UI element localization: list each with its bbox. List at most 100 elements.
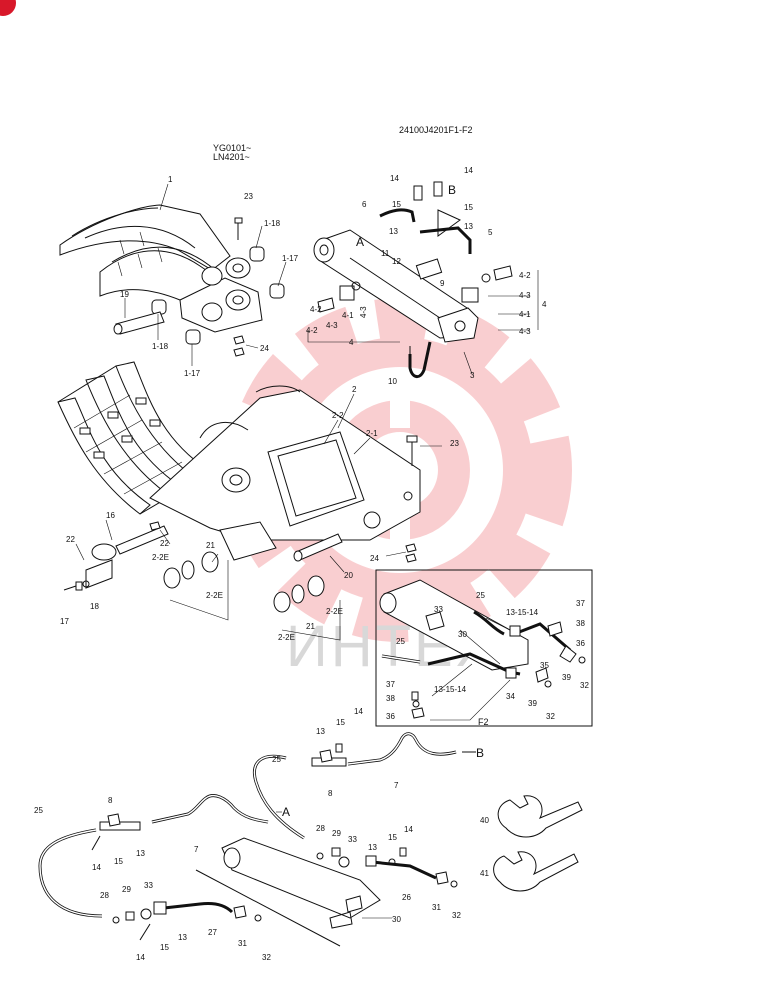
callout-label: 19 [120,290,129,299]
callout-label: 30 [392,915,401,924]
callout-label: 41 [480,869,489,878]
callout-label: 18 [90,602,99,611]
callout-label: 28 [316,824,325,833]
callouts-lower: 13 15 14 25 8 7 B A 8 15 13 25 7 14 28 2… [34,707,489,962]
callout-label: 25 [396,637,405,646]
corner-badge [0,0,16,16]
drawing-code: 24100J4201F1-F2 [399,125,473,135]
callout-label: 13 [389,227,398,236]
callouts-cylinder: 14 14 B 15 15 6 13 13 5 A 11 12 9 4-2 4-… [306,166,547,386]
callout-label: 20 [344,571,353,580]
callout-label: 33 [144,881,153,890]
callout-label: 16 [106,511,115,520]
callout-label: 25 [476,591,485,600]
callout-label: 1-17 [184,369,201,378]
callout-label: 13 [464,222,473,231]
callout-label: 14 [354,707,363,716]
callout-label: 32 [546,712,555,721]
callout-label: 4-2 [310,305,322,314]
callout-label: 4-3 [519,291,531,300]
callout-label: 12 [392,257,401,266]
callout-label: 1-17 [282,254,299,263]
callout-label: 4-3 [519,327,531,336]
lower-hose-assembly [38,732,476,947]
callout-label: 39 [562,673,571,682]
callout-label: 4-1 [342,311,354,320]
callout-label: 13 [178,933,187,942]
callout-label: 15 [160,943,169,952]
callout-label: 1 [168,175,173,184]
callout-label: 2-2E [326,607,343,616]
callout-label: 6 [362,200,367,209]
callout-label: 9 [440,279,445,288]
callout-label: 22 [66,535,75,544]
callout-label: 32 [262,953,271,962]
cylinder-assembly [307,181,539,378]
callout-label: 22 [160,539,169,548]
callout-label: 21 [206,541,215,550]
callout-label: 28 [100,891,109,900]
wrench-41 [493,851,579,892]
callout-label: 1-18 [264,219,281,228]
callout-label: 4-3 [326,321,338,330]
callout-label: 30 [458,630,467,639]
callout-label: 2-2 [332,411,344,420]
callout-label: 2-2E [278,633,295,642]
callout-label: 31 [432,903,441,912]
callout-label: 32 [580,681,589,690]
callout-label: 2-1 [366,429,378,438]
callouts-upper: 1 23 1-18 1-17 19 1-18 1-17 24 [120,175,299,378]
frame-assembly [57,361,442,641]
callout-label: 32 [452,911,461,920]
callout-label: 25 [34,806,43,815]
callout-label: 33 [434,605,443,614]
callout-label: 4-2 [306,326,318,335]
callout-label: 13 [368,843,377,852]
callout-label: 36 [386,712,395,721]
callout-label: 14 [136,953,145,962]
callout-label: 14 [92,863,101,872]
callout-label: 2 [352,385,357,394]
callout-label: 15 [392,200,401,209]
callout-label: 8 [328,789,333,798]
callout-label: 13-15-14 [506,608,539,617]
callout-label: 4-3 [359,306,368,318]
callout-label: 25 [272,755,281,764]
callout-label: A [356,235,364,249]
callout-label: 8 [108,796,113,805]
callout-label: 23 [450,439,459,448]
callout-label: 13-15-14 [434,685,467,694]
callout-label: 15 [388,833,397,842]
callout-label: 17 [60,617,69,626]
callout-label: 4 [349,338,354,347]
callout-label: 2-2E [152,553,169,562]
callout-label: 37 [576,599,585,608]
callouts-f2: 25 37 38 36 33 13-15-14 30 25 35 39 32 3… [386,591,589,727]
callout-label: 34 [506,692,515,701]
callout-label: 33 [348,835,357,844]
callout-label: 31 [238,939,247,948]
callout-label: 14 [390,174,399,183]
callout-label: 39 [528,699,537,708]
callout-label: 27 [208,928,217,937]
callout-label: 1-18 [152,342,169,351]
callouts-frame: 2 2-2 2-1 23 16 22 22 21 2-2E 2-2E 24 20… [60,385,459,642]
wrench-40 [497,795,583,838]
callout-label: 4-2 [519,271,531,280]
callout-label: 15 [464,203,473,212]
callout-label: 13 [136,849,145,858]
callout-label: 38 [576,619,585,628]
callout-label: 29 [122,885,131,894]
callout-label: 21 [306,622,315,631]
callout-label: 11 [381,249,390,258]
callout-label: 23 [244,192,253,201]
callout-label: 15 [336,718,345,727]
f2-detail-panel [375,569,593,727]
grapple-arm-assembly [59,183,287,366]
callout-label: A [282,805,290,819]
callout-label: B [448,183,456,197]
callout-label: 37 [386,680,395,689]
callout-label: 35 [540,661,549,670]
callout-label: 14 [404,825,413,834]
